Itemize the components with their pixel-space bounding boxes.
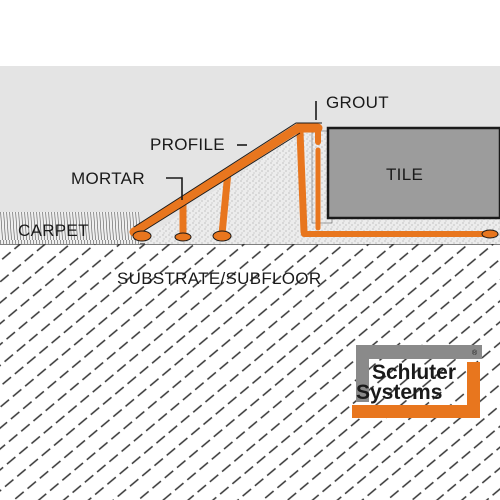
profile-feet <box>132 229 499 242</box>
profile-ramp <box>129 123 323 237</box>
profile-leg-right <box>296 128 308 236</box>
logo-registered-mark: ® <box>472 349 478 357</box>
transition-profile <box>129 123 493 240</box>
substrate-label: SUBSTRATE/SUBFLOOR <box>117 269 321 288</box>
schluter-systems-logo: Schluter Systems ® <box>352 345 482 418</box>
tile <box>326 126 500 220</box>
profile-label: PROFILE <box>150 135 225 154</box>
tile-label: TILE <box>386 165 423 184</box>
mortar-label: MORTAR <box>71 169 145 188</box>
carpet-label: CARPET <box>18 221 89 240</box>
logo-orange-bracket <box>352 362 480 418</box>
mortar-leader <box>166 177 183 200</box>
carpet <box>0 212 140 244</box>
profile-leg-middle <box>218 168 232 238</box>
leader-lines <box>166 101 317 200</box>
substrate-subfloor <box>0 244 500 500</box>
grout-label: GROUT <box>326 93 389 112</box>
profile-outline <box>133 122 322 238</box>
logo-line-1: Schluter <box>372 361 456 384</box>
logo-gray-bracket <box>356 345 482 402</box>
logo-line-2: Systems <box>356 381 442 404</box>
